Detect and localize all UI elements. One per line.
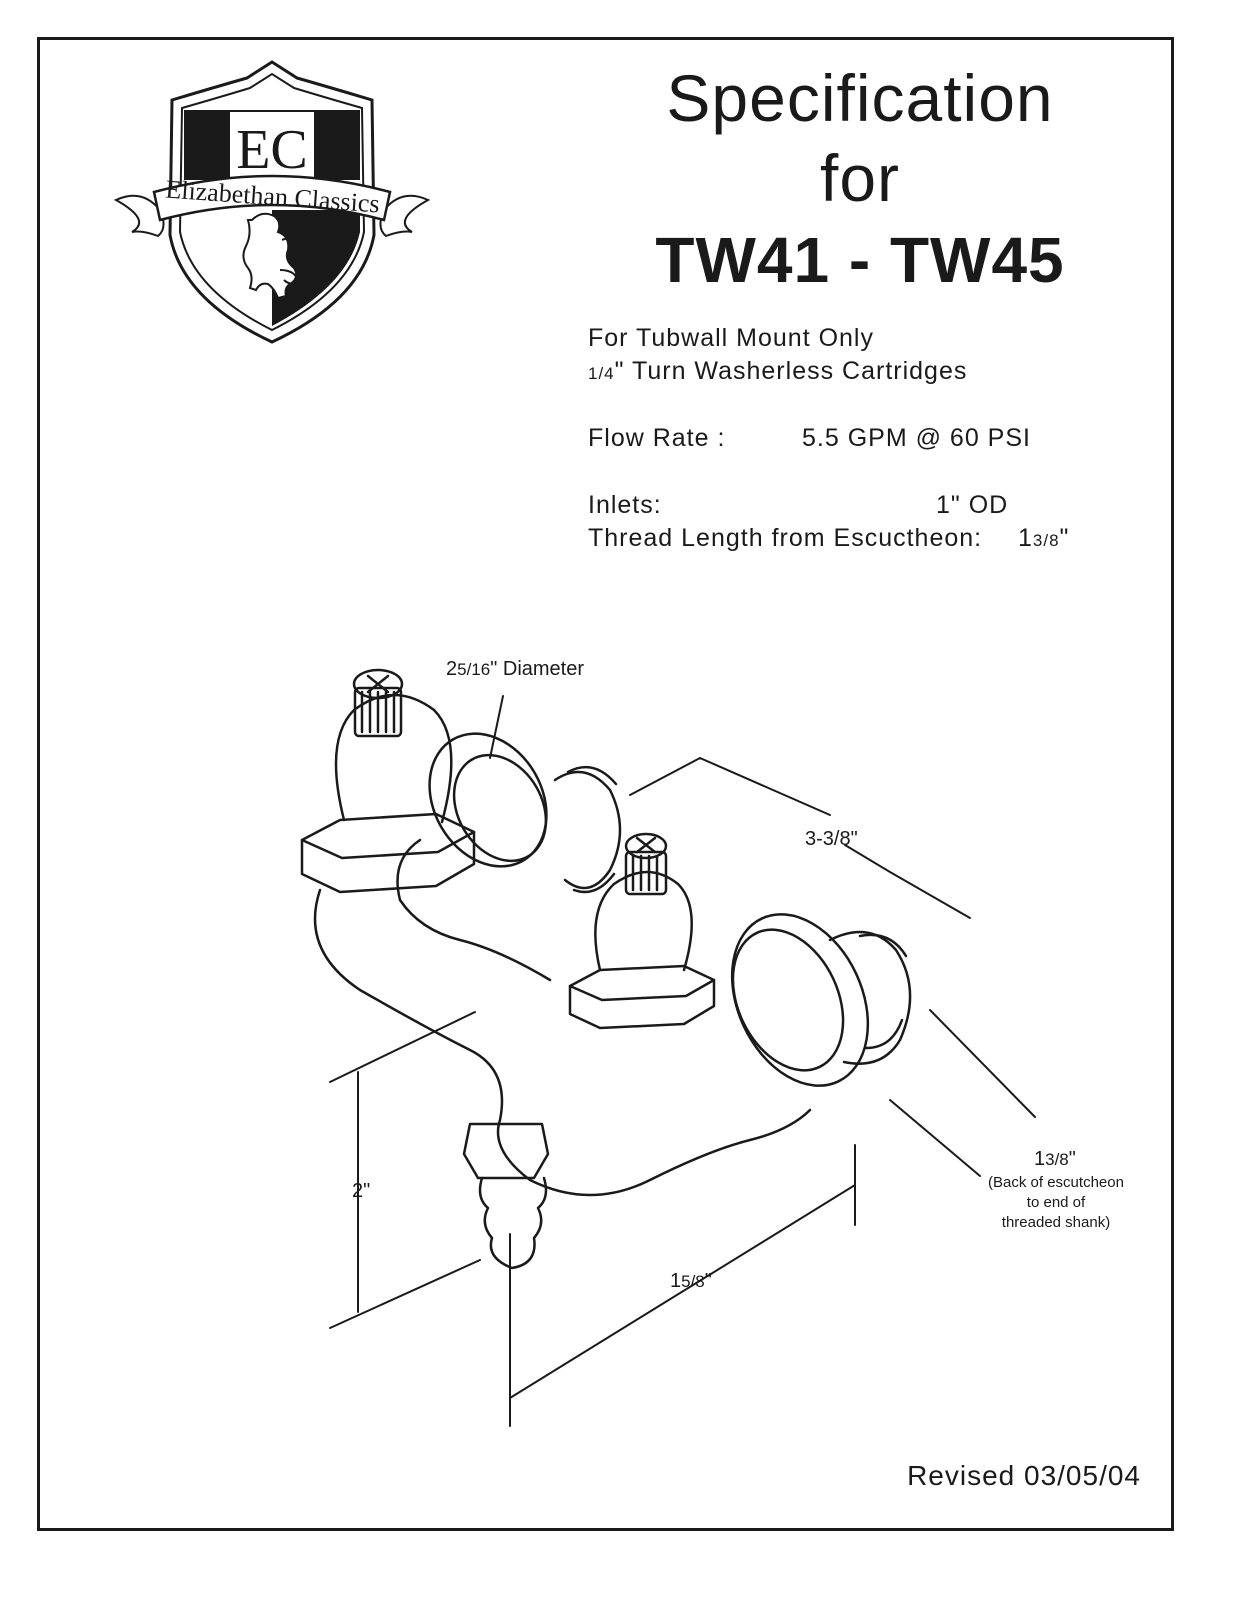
right-stem	[624, 850, 668, 896]
thread-length-label: Thread Length from Escuctheon:	[588, 524, 983, 552]
mount-type: For Tubwall Mount Only	[588, 324, 874, 352]
model-number: TW41 - TW45	[655, 224, 1065, 296]
diameter-label: 25/16" Diameter	[446, 658, 584, 681]
center-dimension	[629, 757, 971, 919]
shank-note-line-2: to end of	[1026, 1194, 1086, 1211]
revision-date: Revised 03/05/04	[907, 1460, 1141, 1491]
right-handle-cap	[594, 870, 693, 972]
left-handle-cap	[334, 693, 453, 824]
depth-whole: 1	[670, 1270, 682, 1292]
flow-rate-row: Flow Rate : 5.5 GPM @ 60 PSI	[588, 422, 1030, 455]
cartridge-fraction: 1/4	[588, 364, 615, 383]
diameter-text: " Diameter	[490, 658, 585, 680]
thread-length-row: Thread Length from Escuctheon: 13/8"	[588, 522, 1068, 555]
logo-initials: EC	[236, 119, 308, 181]
cartridge-text: " Turn Washerless Cartridges	[614, 357, 968, 385]
diameter-fraction: 5/16	[457, 660, 491, 679]
page-border	[37, 37, 1174, 1531]
shank-length-label: 13/8"	[1034, 1148, 1076, 1171]
spec-list: For Tubwall Mount Only 1/4" Turn Washerl…	[588, 322, 1068, 555]
depth-label: 15/8"	[670, 1270, 712, 1293]
inlets-label: Inlets:	[588, 491, 662, 519]
spout-hex	[462, 1122, 550, 1180]
center-spacing-label: 3-3/8"	[805, 828, 858, 850]
depth-unit: "	[704, 1270, 712, 1292]
shank-fraction: 3/8	[1045, 1150, 1069, 1169]
depth-fraction: 5/8	[681, 1272, 705, 1291]
faucet-drawing	[300, 668, 1036, 1427]
inlets-row: Inlets: 1" OD	[588, 489, 1007, 522]
thread-length-fraction: 3/8	[1032, 531, 1060, 550]
thread-length-whole: 1	[1018, 524, 1033, 552]
shank-note-line-1: (Back of escutcheon	[988, 1174, 1124, 1191]
title-specification: Specification	[666, 61, 1054, 135]
depth-dimension	[509, 1144, 856, 1427]
flow-rate-value: 5.5 GPM @ 60 PSI	[802, 424, 1031, 452]
title-for: for	[819, 141, 901, 215]
shank-note-line-3: threaded shank)	[1001, 1214, 1111, 1231]
shank-note: (Back of escutcheon to end of threaded s…	[968, 1173, 1144, 1233]
title-block: Specification for TW41 - TW45	[600, 58, 1120, 300]
shank-dimension	[889, 1009, 1036, 1177]
shank-unit: "	[1068, 1148, 1076, 1170]
left-hex-nut	[300, 812, 476, 894]
shank-whole: 1	[1034, 1148, 1046, 1170]
diameter-leader	[489, 695, 504, 759]
left-escutcheon	[428, 732, 548, 868]
cartridge-type: 1/4" Turn Washerless Cartridges	[588, 355, 982, 388]
thread-length-unit: "	[1059, 524, 1070, 552]
inlets-value: 1" OD	[936, 491, 1009, 519]
left-stem	[353, 686, 403, 738]
diameter-whole: 2	[446, 658, 458, 680]
flow-rate-label: Flow Rate :	[588, 424, 726, 452]
spout-outlet	[478, 1176, 548, 1270]
height-label: 2"	[352, 1180, 371, 1202]
elizabethan-classics-logo: EC Elizabethan Classics	[113, 60, 431, 344]
faucet-body	[313, 888, 812, 1197]
right-hex-nut	[568, 964, 716, 1030]
height-dimension	[329, 1011, 481, 1329]
